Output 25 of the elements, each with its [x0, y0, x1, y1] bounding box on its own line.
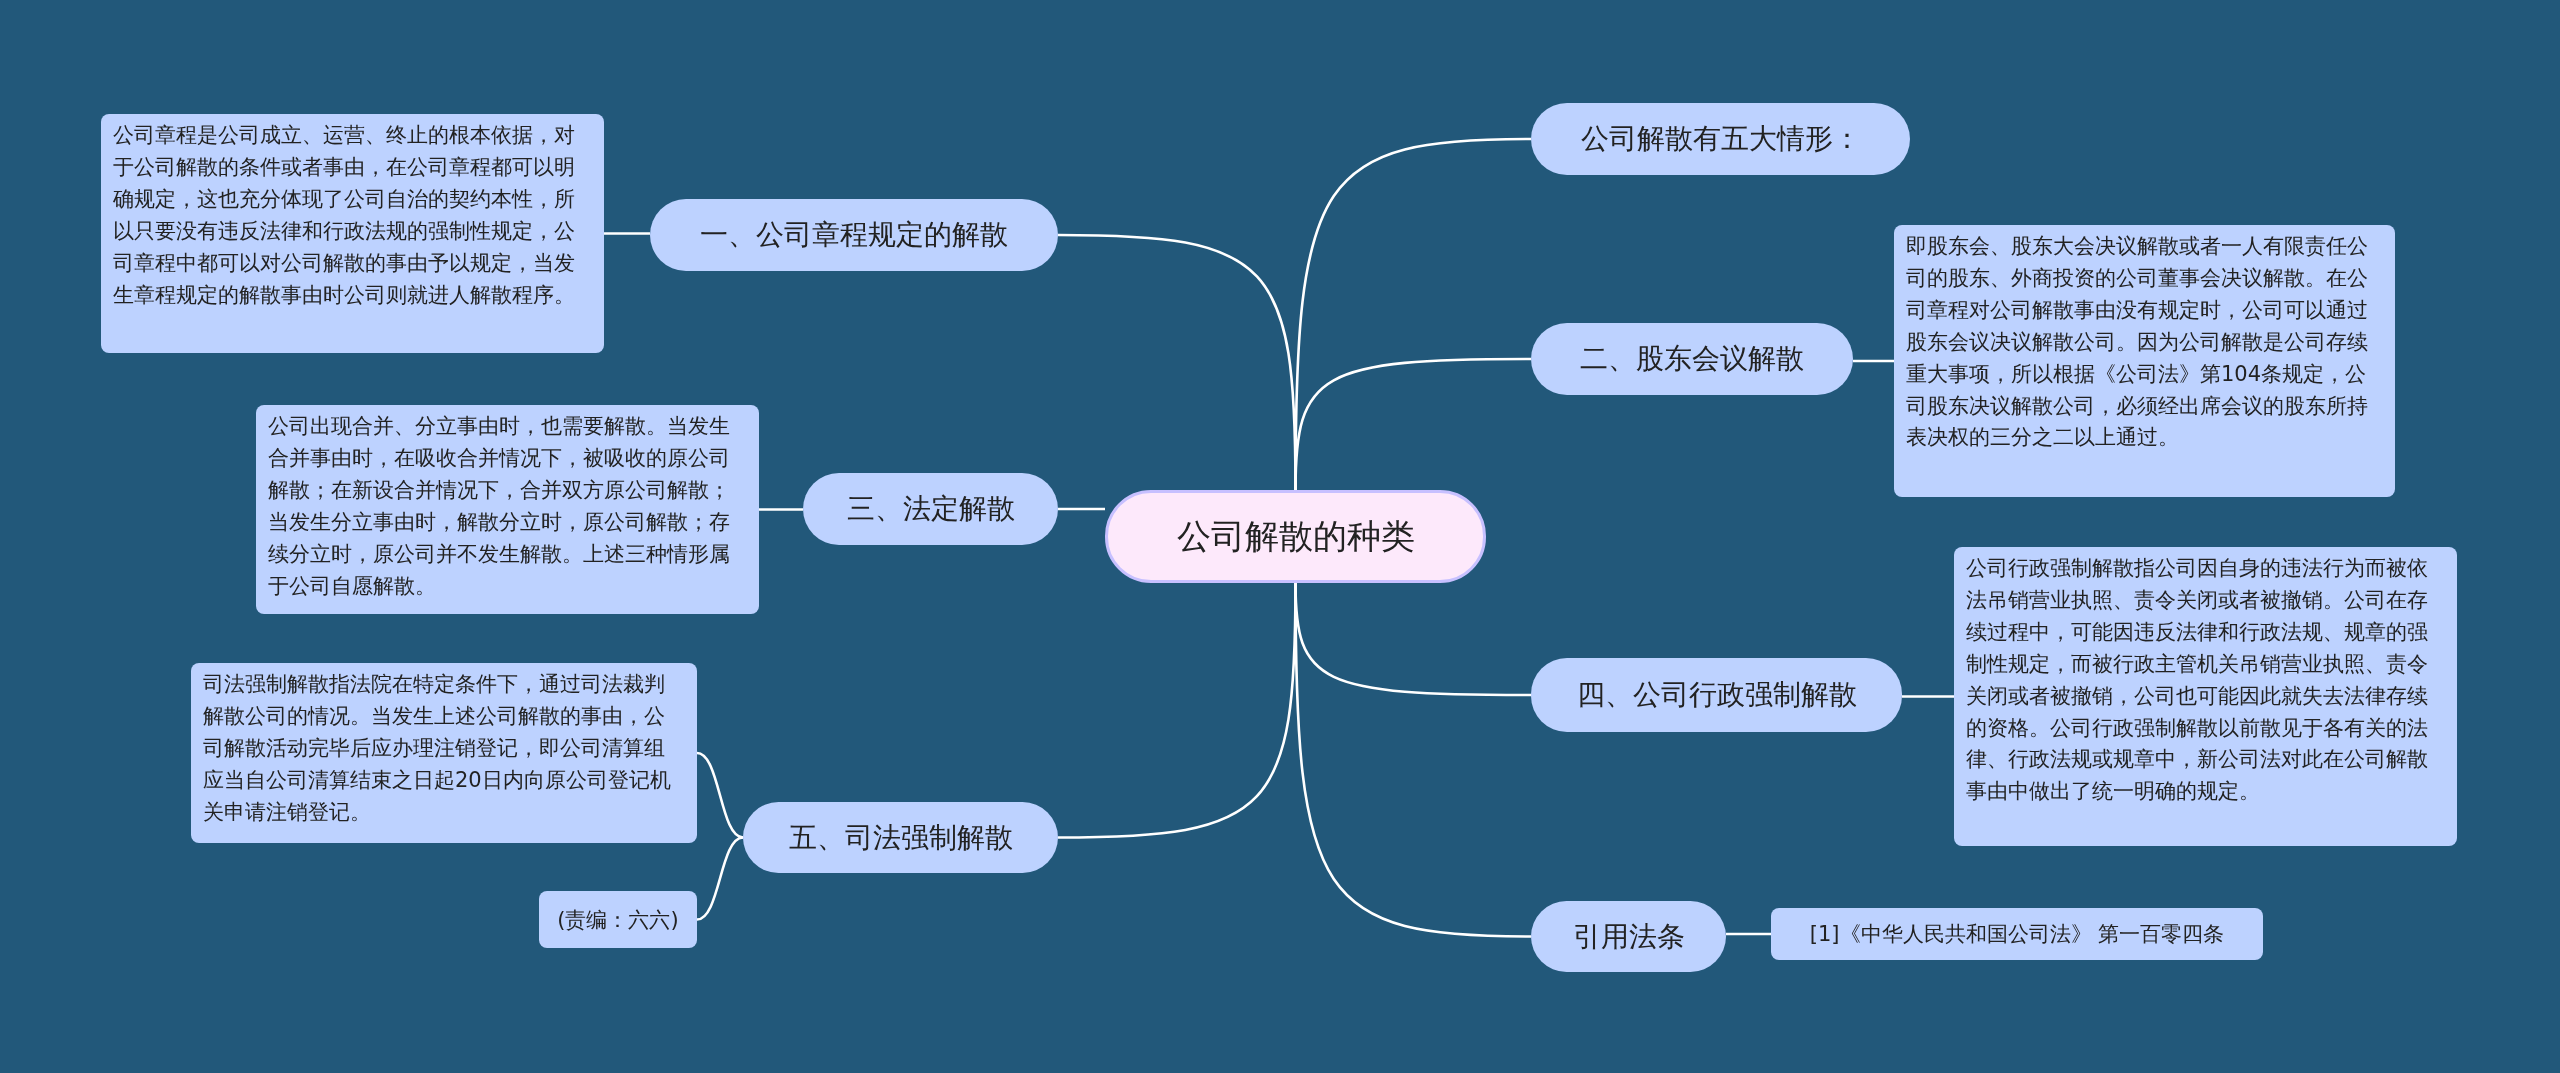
- connector-line: [1058, 233, 1297, 490]
- connector-line: [1902, 695, 1954, 698]
- topic-pill: 三、法定解散: [803, 473, 1058, 545]
- note-card: 公司出现合并、分立事由时，也需要解散。当发生合并事由时，在吸收合并情况下，被吸收的原公司解散；在新设合并情况下，合并双方原公司解散；当发生分立事由时，解散分立时，原公司解散；存续分立时，原公司并不发生解散。上述三种情形属于公司自愿解散。: [256, 405, 759, 614]
- note-card: 司法强制解散指法院在特定条件下，通过司法裁判解散公司的情况。当发生上述公司解散的事由，公司解散活动完毕后应办理注销登记，即公司清算组应当自公司清算结束之日起20日内向原公司登记机关申请注销登记。: [191, 663, 697, 843]
- connector-line: [759, 508, 803, 511]
- note-card: 即股东会、股东大会决议解散或者一人有限责任公司的股东、外商投资的公司董事会决议解散。在公司章程对公司解散事由没有规定时，公司可以通过股东会议决议解散公司。因为公司解散是公司存续重大事项，所以根据《公司法》第104条规定，公司股东决议解散公司，必须经出席会议的股东所持表决权的三分之二以上通过。: [1894, 225, 2395, 497]
- connector-line: [1726, 932, 1771, 936]
- note-card: 公司章程是公司成立、运营、终止的根本依据，对于公司解散的条件或者事由，在公司章程都可以明确规定，这也充分体现了公司自治的契约本性，所以只要没有违反法律和行政法规的强制性规定，公司章程中都可以对公司解散的事由予以规定，当发生章程规定的解散事由时公司则就进人解散程序。: [101, 114, 604, 353]
- topic-pill: 四、公司行政强制解散: [1531, 658, 1902, 732]
- connector-line: [1058, 583, 1297, 839]
- connector-line: [604, 232, 650, 235]
- connector-line: [1853, 359, 1894, 363]
- central-topic: 公司解散的种类: [1105, 490, 1486, 583]
- connector-line: [1058, 507, 1105, 511]
- topic-pill: 二、股东会议解散: [1531, 323, 1853, 395]
- note-card: 公司行政强制解散指公司因自身的违法行为而被依法吊销营业执照、责令关闭或者被撤销。公司在存续过程中，可能因违反法律和行政法规、规章的强制性规定，而被行政主管机关吊销营业执照、责令关闭或者被撤销，公司也可能因此就失去法律存续的资格。公司行政强制解散以前散见于各有关的法律、行政法规或规章中，新公司法对此在公司解散事由中做出了统一明确的规定。: [1954, 547, 2457, 846]
- topic-pill: 公司解散有五大情形：: [1531, 103, 1910, 175]
- topic-pill: 一、公司章程规定的解散: [650, 199, 1058, 271]
- note-card: (责编：六六): [539, 891, 697, 948]
- topic-pill: 引用法条: [1531, 901, 1726, 972]
- note-card: [1]《中华人民共和国公司法》 第一百零四条: [1771, 908, 2263, 960]
- connector-line: [696, 836, 744, 921]
- topic-pill: 五、司法强制解散: [743, 802, 1058, 873]
- connector-line: [696, 751, 744, 839]
